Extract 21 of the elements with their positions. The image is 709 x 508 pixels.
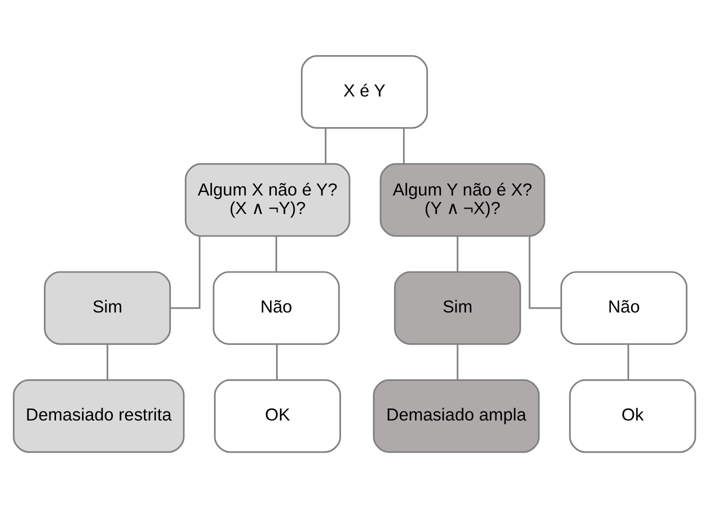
connector xyxy=(403,128,405,164)
node-box: Algum Y não é X? (Y ∧ ¬X)? xyxy=(380,163,546,237)
connector xyxy=(275,236,278,272)
connector xyxy=(324,128,326,164)
connector xyxy=(276,344,278,380)
connector xyxy=(456,344,458,380)
node-box: Não xyxy=(560,271,688,345)
connector xyxy=(456,236,458,272)
node-box: OK xyxy=(214,379,342,453)
node-box: X é Y xyxy=(300,55,428,129)
connector xyxy=(106,344,108,380)
node-box: Algum X não é Y? (X ∧ ¬Y)? xyxy=(184,163,350,237)
node-box: Ok xyxy=(569,379,696,453)
connector xyxy=(170,236,200,309)
node-box: Demasiado restrita xyxy=(12,379,185,453)
node-box: Demasiado ampla xyxy=(372,379,540,453)
node-box: Sim xyxy=(394,271,522,345)
node-box: Não xyxy=(212,271,340,345)
node-box: Sim xyxy=(44,271,171,345)
connector xyxy=(627,344,630,380)
connector xyxy=(528,236,561,309)
